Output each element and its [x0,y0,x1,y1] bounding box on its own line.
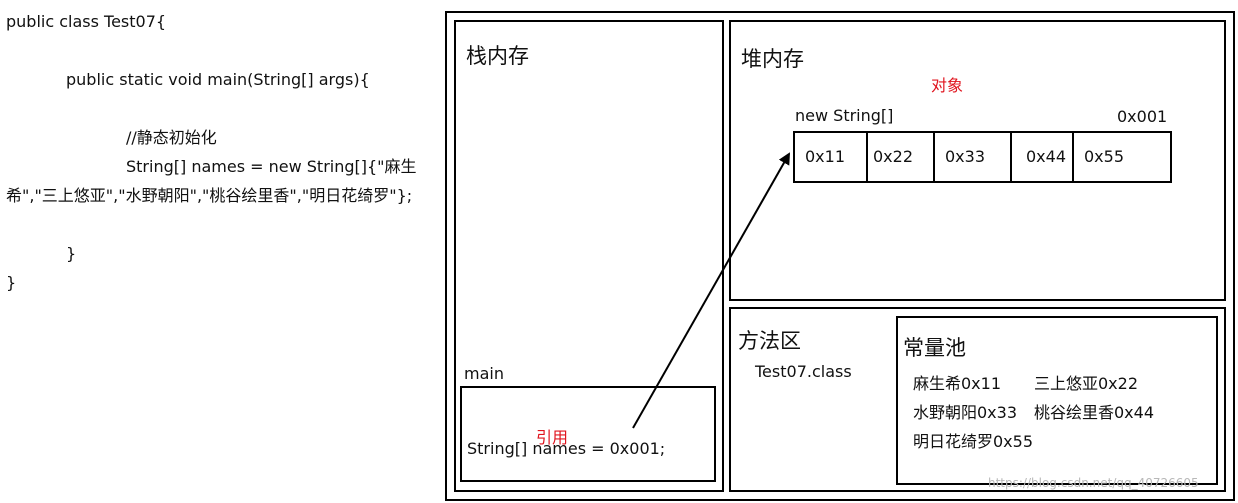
constant-pool-entry: 桃谷绘里香0x44 [1034,403,1155,422]
array-cell: 0x22 [868,131,935,183]
constant-pool-entry: 三上悠亚0x22 [1034,374,1139,393]
code-line: public static void main(String[] args){ [66,70,370,89]
constant-pool-entry: 明日花绮罗0x55 [913,432,1034,451]
code-line: public class Test07{ [6,12,167,31]
memory-frame [445,11,1235,501]
stack-region [454,20,724,492]
main-frame-label: main [464,364,504,383]
object-label: 对象 [931,76,964,95]
reference-label: 引用 [536,428,569,447]
constant-pool-title: 常量池 [903,336,966,360]
constant-pool-entry: 水野朝阳0x33 [913,403,1018,422]
constant-pool-region [896,316,1218,485]
method-area-region [729,307,1226,492]
array-type-label: new String[] [795,106,894,125]
heap-region [729,20,1226,301]
code-line: String[] names = new String[]{"麻生 [126,157,417,176]
constant-pool-entry: 麻生希0x11 [913,374,1002,393]
method-area-title: 方法区 [738,329,801,353]
array-cell: 0x44 [1012,131,1074,183]
stack-title: 栈内存 [466,44,529,68]
code-line: 希","三上悠亚","水野朝阳","桃谷绘里香","明日花绮罗"}; [6,186,413,205]
array-cell: 0x33 [935,131,1012,183]
reference-statement: String[] names = 0x001; [467,439,666,458]
array-cell: 0x11 [793,131,868,183]
main-frame [460,386,716,482]
class-file-label: Test07.class [755,362,852,381]
heap-title: 堆内存 [741,47,804,71]
watermark: https://blog.csdn.net/qq_40726605 [988,476,1199,490]
array-address: 0x001 [1117,107,1168,126]
code-line: //静态初始化 [126,128,217,147]
code-line: } [6,273,17,292]
code-line: } [66,244,77,263]
array-cell: 0x55 [1074,131,1172,183]
